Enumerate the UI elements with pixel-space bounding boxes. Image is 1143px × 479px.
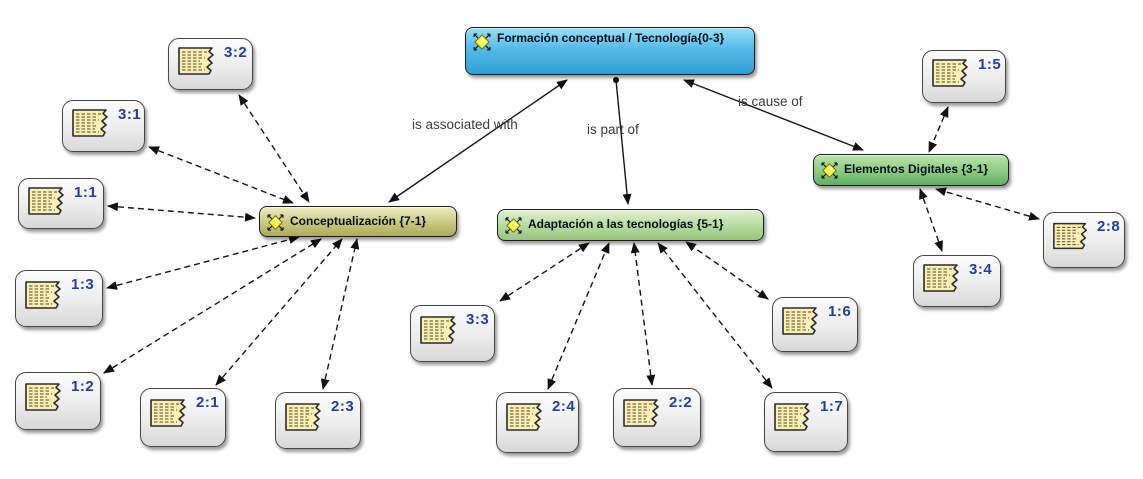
quotation-icon — [780, 304, 824, 338]
quotation-icon — [418, 312, 462, 348]
quotation-icon — [921, 262, 965, 294]
quotation-node-2-2[interactable]: 2:2 — [613, 388, 701, 447]
quotation-label: 2:1 — [196, 394, 220, 411]
code-node-label: Adaptación a las tecnologías {5-1} — [528, 217, 724, 232]
code-node-conceptualizacion[interactable]: Conceptualización {7-1} — [259, 206, 457, 237]
quotation-label: 3:2 — [224, 44, 248, 61]
quotation-icon — [176, 45, 220, 77]
quotation-icon — [1051, 219, 1093, 253]
quotation-icon — [621, 395, 665, 431]
code-node-label: Elementos Digitales {3-1} — [844, 162, 989, 177]
quotation-label: 3:3 — [466, 311, 490, 328]
code-node-formacion-conceptual-tecnologia[interactable]: Formación conceptual / Tecnología{0-3} — [465, 27, 755, 75]
quotation-node-1-5[interactable]: 1:5 — [922, 50, 1006, 103]
quotation-label: 1:6 — [828, 303, 852, 320]
quotation-label: 1:7 — [820, 398, 844, 415]
link-conceptualizacion-2-1[interactable] — [215, 238, 343, 386]
quotation-label: 3:1 — [118, 106, 142, 123]
quotation-node-2-1[interactable]: 2:1 — [140, 388, 226, 447]
link-elementos-1-5[interactable] — [928, 106, 949, 153]
quotation-node-2-8[interactable]: 2:8 — [1043, 212, 1125, 268]
quotation-node-3-2[interactable]: 3:2 — [168, 38, 253, 90]
quotation-icon — [23, 277, 67, 313]
link-adaptacion-2-4[interactable] — [547, 242, 610, 390]
link-adaptacion-3-3[interactable] — [499, 242, 590, 302]
quotation-label: 2:4 — [552, 398, 576, 415]
quotation-node-2-4[interactable]: 2:4 — [496, 392, 579, 453]
code-icon — [504, 216, 523, 235]
quotation-label: 2:3 — [331, 398, 355, 415]
quotation-icon — [772, 399, 816, 435]
quotation-label: 1:5 — [978, 56, 1002, 73]
link-conceptualizacion-1-2[interactable] — [103, 238, 322, 374]
quotation-icon — [283, 399, 327, 435]
quotation-node-3-4[interactable]: 3:4 — [913, 255, 1001, 307]
quotation-node-2-3[interactable]: 2:3 — [275, 392, 361, 449]
code-icon — [266, 213, 285, 232]
quotation-node-1-6[interactable]: 1:6 — [772, 297, 858, 352]
code-icon — [820, 161, 839, 180]
edge-is-part-of-anchor-dot — [613, 77, 619, 83]
link-elementos-2-8[interactable] — [935, 187, 1040, 221]
quotation-node-1-3[interactable]: 1:3 — [15, 270, 103, 327]
edge-is-cause-of[interactable] — [683, 79, 864, 151]
quotation-icon — [26, 185, 70, 217]
edge-is-part-of[interactable] — [615, 79, 632, 205]
link-conceptualizacion-1-1[interactable] — [107, 202, 256, 222]
code-node-label: Formación conceptual / Tecnología{0-3} — [497, 31, 725, 45]
edge-is-associated-with[interactable] — [388, 79, 568, 203]
quotation-icon — [148, 395, 192, 431]
link-elementos-3-4[interactable] — [919, 188, 943, 252]
quotation-label: 1:2 — [71, 378, 95, 395]
link-conceptualizacion-3-1[interactable] — [148, 146, 294, 204]
quotation-node-3-3[interactable]: 3:3 — [410, 305, 495, 362]
quotation-node-1-1[interactable]: 1:1 — [18, 178, 104, 229]
relation-label-is-part-of: is part of — [587, 122, 639, 137]
quotation-node-3-1[interactable]: 3:1 — [62, 100, 145, 152]
quotation-icon — [930, 57, 974, 89]
code-node-label: Conceptualización {7-1} — [290, 213, 427, 228]
link-adaptacion-1-7[interactable] — [657, 242, 773, 389]
quotation-icon — [70, 107, 114, 139]
quotation-label: 2:8 — [1097, 218, 1121, 235]
quotation-label: 1:3 — [71, 276, 95, 293]
code-node-elementos-digitales[interactable]: Elementos Digitales {3-1} — [813, 154, 1009, 186]
code-node-adaptacion-a-las-tecnologias[interactable]: Adaptación a las tecnologías {5-1} — [497, 209, 764, 241]
link-adaptacion-1-6[interactable] — [685, 241, 769, 300]
link-conceptualizacion-3-2[interactable] — [238, 94, 310, 203]
link-conceptualizacion-1-3[interactable] — [106, 235, 300, 290]
quotation-icon — [504, 399, 548, 435]
quotation-node-1-2[interactable]: 1:2 — [15, 372, 101, 430]
link-conceptualizacion-2-3[interactable] — [320, 238, 360, 390]
code-icon — [472, 32, 492, 52]
quotation-label: 2:2 — [669, 394, 693, 411]
link-adaptacion-2-2[interactable] — [630, 242, 656, 386]
quotation-icon — [23, 379, 67, 415]
relation-label-is-associated-with: is associated with — [412, 117, 518, 132]
quotation-label: 3:4 — [969, 261, 993, 278]
quotation-node-1-7[interactable]: 1:7 — [764, 392, 848, 452]
quotation-label: 1:1 — [74, 184, 98, 201]
relation-label-is-cause-of: is cause of — [738, 94, 803, 109]
